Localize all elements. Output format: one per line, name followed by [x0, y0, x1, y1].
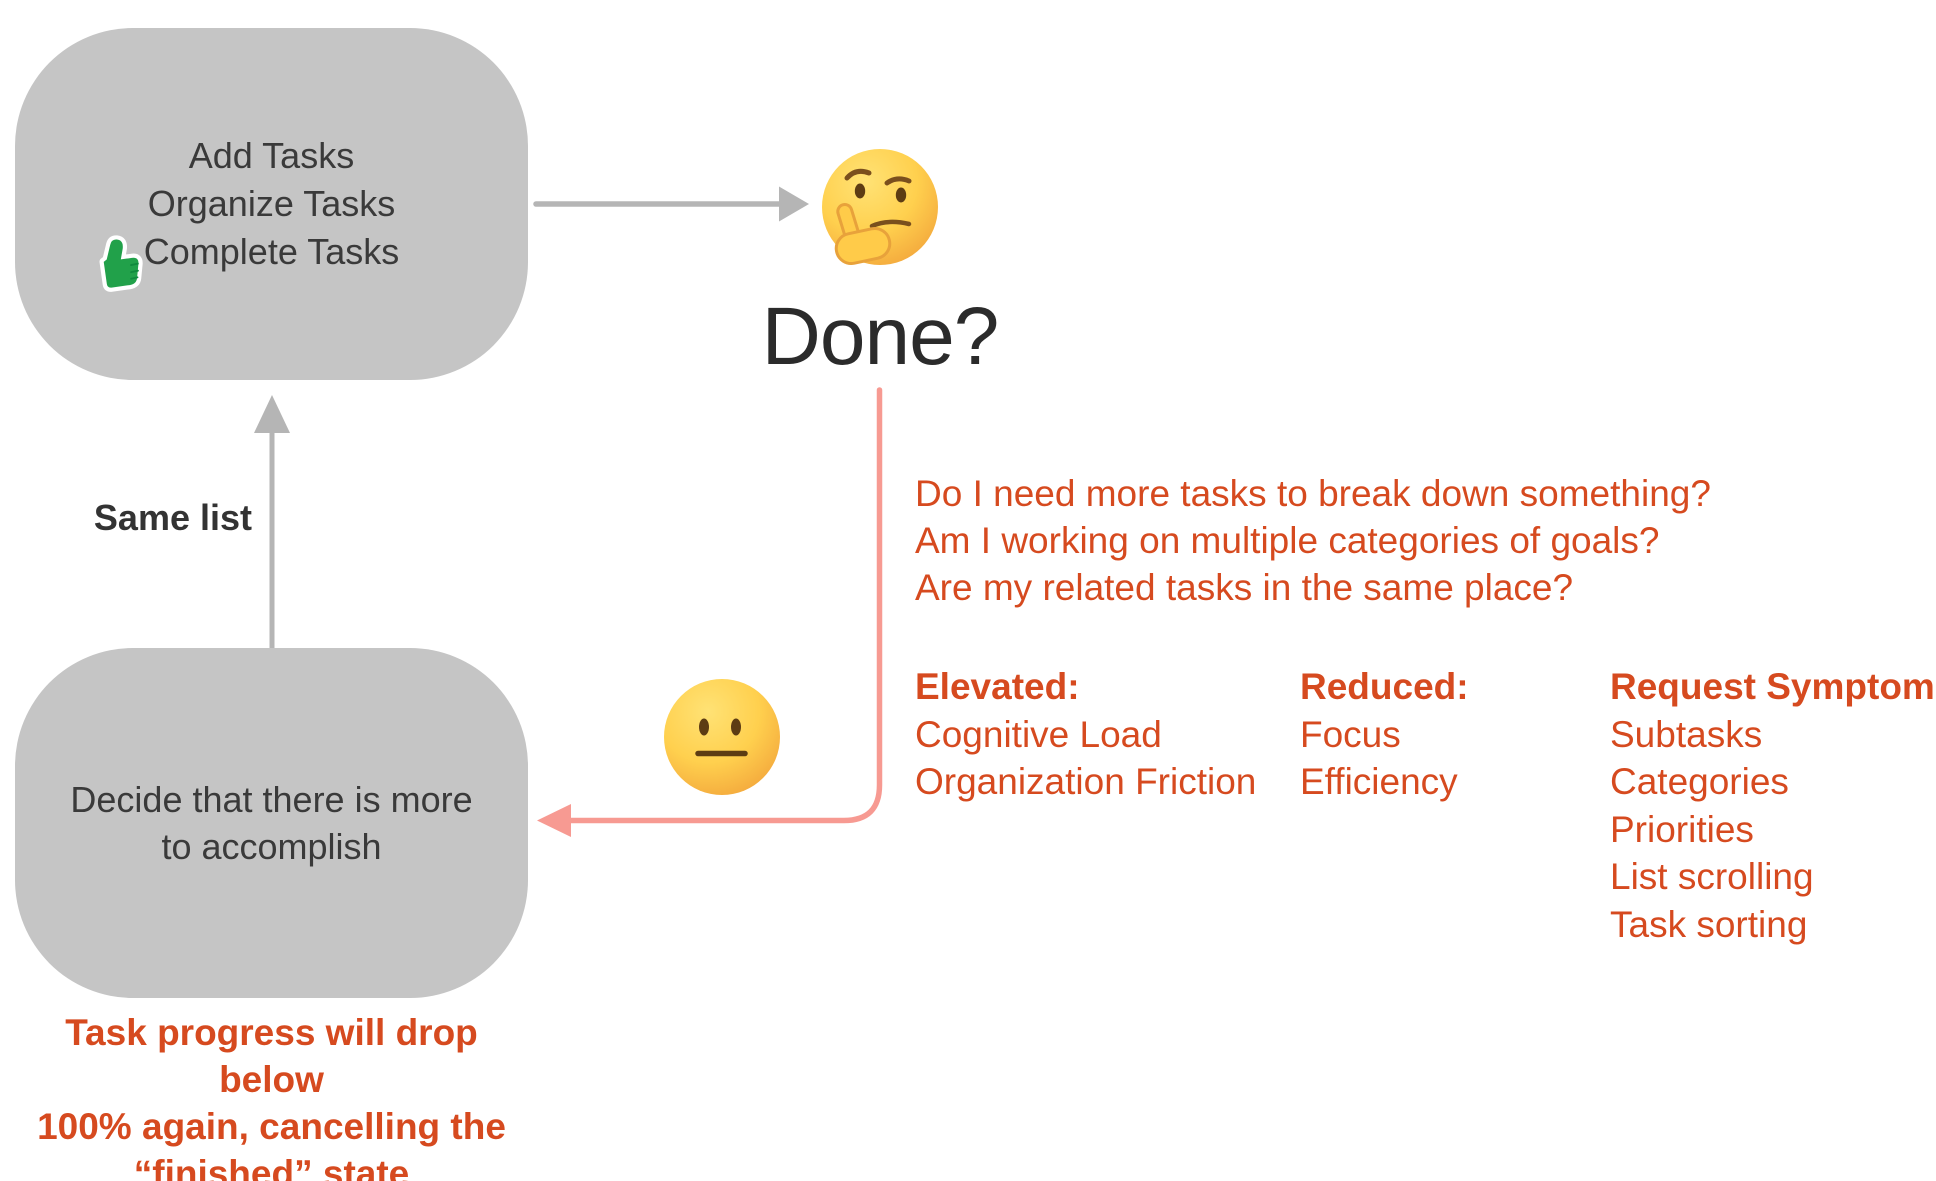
node-decide-more-text: Decide that there is more to accomplish	[70, 776, 472, 870]
reduced-header: Reduced:	[1300, 666, 1469, 707]
node-decide-more: Decide that there is more to accomplish	[15, 648, 528, 998]
request-symptoms-column: Request Symptoms: Subtasks Categories Pr…	[1610, 663, 1936, 948]
node-task-loop-text: Add Tasks Organize Tasks Complete Tasks	[144, 132, 399, 276]
progress-drop-caption: Task progress will drop below 100% again…	[15, 1009, 528, 1181]
list-item: Priorities	[1610, 808, 1754, 850]
caption-line: 100% again, cancelling the	[37, 1106, 506, 1147]
list-item: Cognitive Load	[915, 713, 1162, 755]
list-item: Subtasks	[1610, 713, 1763, 755]
list-item: Organization Friction	[915, 761, 1257, 802]
arrow-decide-to-task-loop	[254, 395, 290, 651]
list-item: Categories	[1610, 761, 1789, 802]
node-line: Organize Tasks	[147, 183, 396, 224]
node-line: Add Tasks	[188, 135, 355, 176]
list-item: List scrolling	[1610, 856, 1814, 897]
list-item: Efficiency	[1300, 761, 1458, 802]
elevated-column: Elevated: Cognitive Load Organization Fr…	[915, 663, 1256, 806]
caption-line: “finished” state	[133, 1153, 410, 1181]
thumbs-up-icon	[99, 235, 143, 292]
thinking-face-emoji	[822, 149, 938, 265]
review-questions: Do I need more tasks to break down somet…	[915, 470, 1711, 611]
reduced-column: Reduced: Focus Efficiency	[1300, 663, 1469, 806]
arrow-task-loop-to-done	[533, 186, 809, 222]
node-task-loop: Add Tasks Organize Tasks Complete Tasks	[15, 28, 528, 380]
request-symptoms-header: Request Symptoms:	[1610, 666, 1936, 707]
question-line: Are my related tasks in the same place?	[915, 567, 1574, 608]
question-line: Do I need more tasks to break down somet…	[915, 473, 1711, 514]
question-line: Am I working on multiple categories of g…	[915, 520, 1660, 561]
neutral-face-emoji	[664, 679, 780, 795]
elevated-header: Elevated:	[915, 666, 1080, 707]
arrow-done-to-decide	[537, 387, 883, 837]
caption-line: Task progress will drop below	[65, 1012, 478, 1100]
list-item: Task sorting	[1610, 903, 1808, 945]
node-line: to accomplish	[161, 826, 382, 867]
node-line: Decide that there is more	[70, 779, 473, 820]
node-line: Complete Tasks	[143, 231, 400, 272]
same-list-label: Same list	[93, 497, 252, 538]
list-item: Focus	[1300, 713, 1401, 755]
decision-label: Done?	[761, 291, 1000, 382]
